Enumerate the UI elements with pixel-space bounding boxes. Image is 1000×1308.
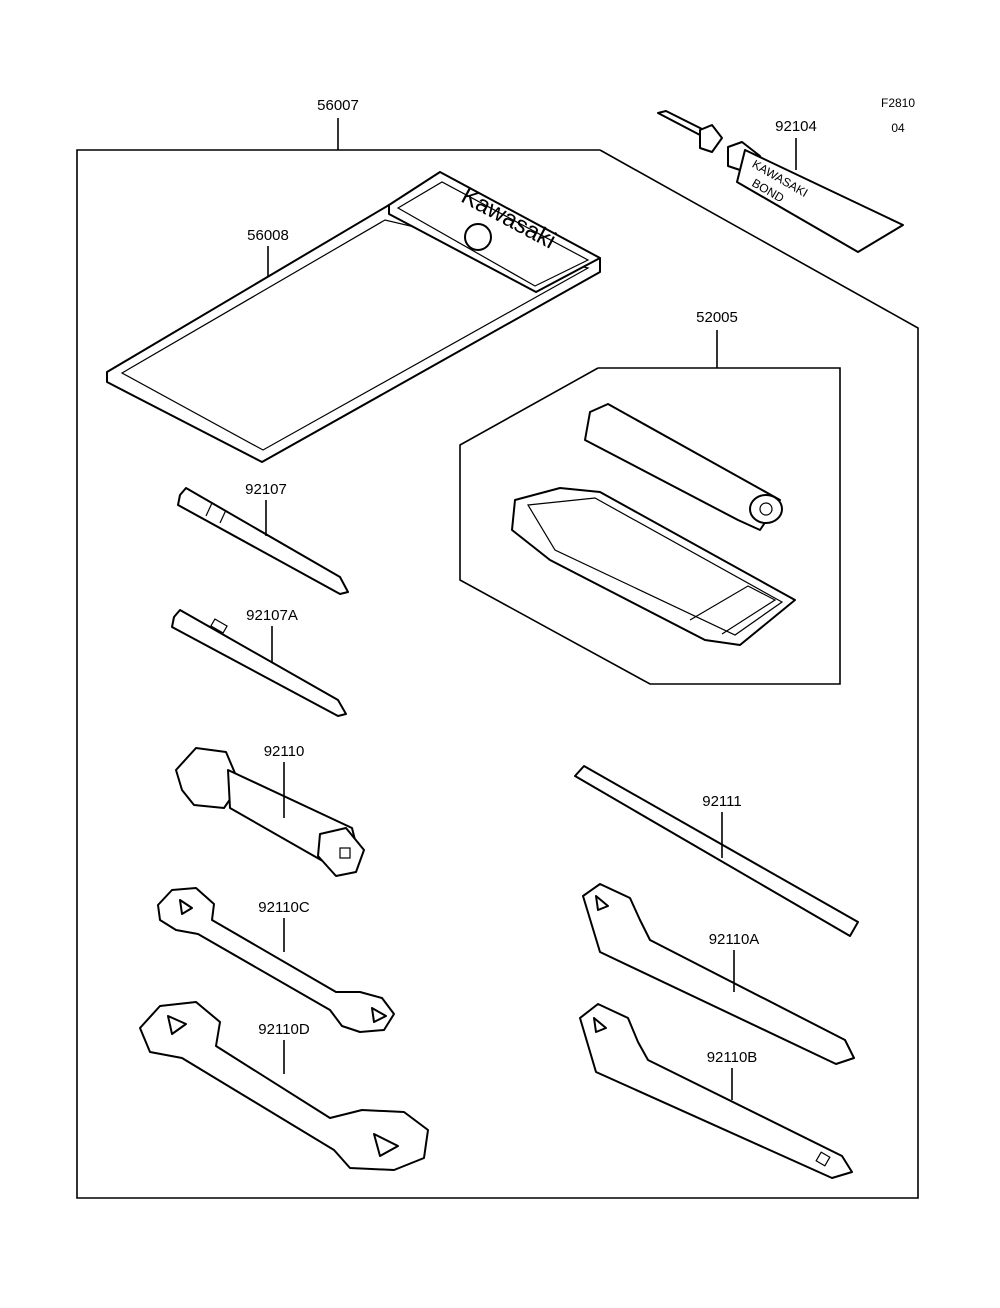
- bond-tube: KAWASAKI BOND: [657, 110, 904, 253]
- open-end-wrench-92110C: [157, 887, 395, 1033]
- part-label-92110A[interactable]: 92110A: [709, 931, 760, 948]
- spark-plug-wrench: [175, 747, 365, 877]
- tool-pouch: Kawasaki: [106, 171, 601, 463]
- hook-wrench-92110B: [579, 1003, 853, 1179]
- kit-outline: [76, 149, 919, 1199]
- screwdriver-bit-92107: [177, 487, 349, 595]
- part-label-52005[interactable]: 52005: [696, 309, 738, 326]
- hook-wrench-92110A: [582, 883, 855, 1065]
- part-label-92111[interactable]: 92111: [702, 793, 742, 810]
- part-label-92104[interactable]: 92104: [775, 118, 817, 135]
- subkit-outline: [459, 367, 841, 685]
- part-label-92110D[interactable]: 92110D: [258, 1021, 310, 1038]
- tommy-bar: [574, 765, 859, 937]
- part-label-92110B[interactable]: 92110B: [707, 1049, 758, 1066]
- figure-revision: 04: [891, 121, 905, 135]
- screwdriver-bit-92107A: [171, 609, 347, 717]
- part-label-92110C[interactable]: 92110C: [258, 899, 310, 916]
- part-label-56007[interactable]: 56007: [317, 97, 359, 114]
- part-label-92107A[interactable]: 92107A: [246, 607, 298, 624]
- bag: [511, 487, 796, 646]
- part-label-56008[interactable]: 56008: [247, 227, 289, 244]
- part-label-92107[interactable]: 92107: [245, 481, 287, 498]
- figure-code: F2810: [881, 96, 915, 110]
- pump-cylinder: [584, 403, 783, 531]
- part-label-92110[interactable]: 92110: [264, 743, 305, 760]
- open-end-wrench-92110D: [139, 1001, 429, 1171]
